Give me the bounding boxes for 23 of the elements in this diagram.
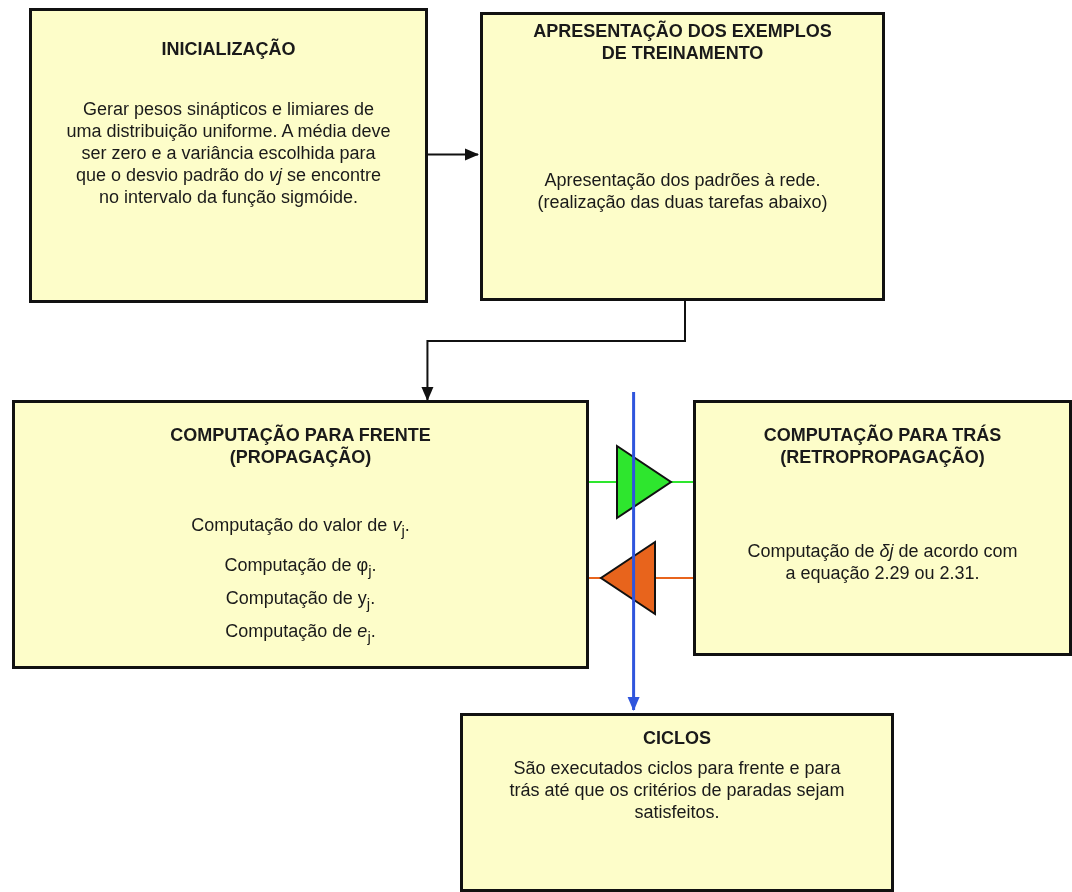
box-text: Computação do valor de v$_{j}$.	[190, 515, 411, 540]
backward-computation-box	[693, 400, 1072, 656]
arrow	[427, 148, 479, 161]
box-heading: APRESENTAÇÃO DOS EXEMPLOS DE TREINAMENTO	[533, 21, 832, 65]
arrow	[627, 392, 640, 711]
cycles-box	[460, 713, 894, 892]
box-text: Computação de y$_{j}$.	[224, 588, 377, 613]
box-text: Computação de e$_{j}$.	[224, 621, 377, 646]
box-heading: COMPUTAÇÃO PARA FRENTE (PROPAGAÇÃO)	[169, 425, 432, 469]
box-heading: INICIALIZAÇÃO	[160, 39, 297, 61]
box-text: Gerar pesos sinápticos e limiares de uma distribuição uniforme. A média deve ser zero e a variância escolhida para que o desvio padrão do vj se encontre no intervalo da função sigmóide.	[66, 99, 391, 209]
box-text: Computação de δj de acordo com a equação 2.29 ou 2.31.	[746, 541, 1019, 585]
box-text: Computação de φ$_{j}$.	[223, 555, 378, 580]
box-text: São executados ciclos para frente e para trás até que os critérios de paradas sejam satisfeitos.	[508, 758, 846, 824]
arrow	[421, 300, 686, 401]
box-heading: COMPUTAÇÃO PARA TRÁS (RETROPROPAGAÇÃO)	[762, 425, 1003, 469]
forward-computation-box	[12, 400, 589, 669]
box-text: Apresentação dos padrões à rede. (realização das duas tarefas abaixo)	[536, 170, 829, 214]
training-presentation-box	[480, 12, 885, 301]
initialization-box	[29, 8, 428, 303]
triangle-arrow	[588, 445, 694, 519]
triangle-arrow	[588, 541, 694, 615]
box-heading: CICLOS	[642, 728, 712, 750]
